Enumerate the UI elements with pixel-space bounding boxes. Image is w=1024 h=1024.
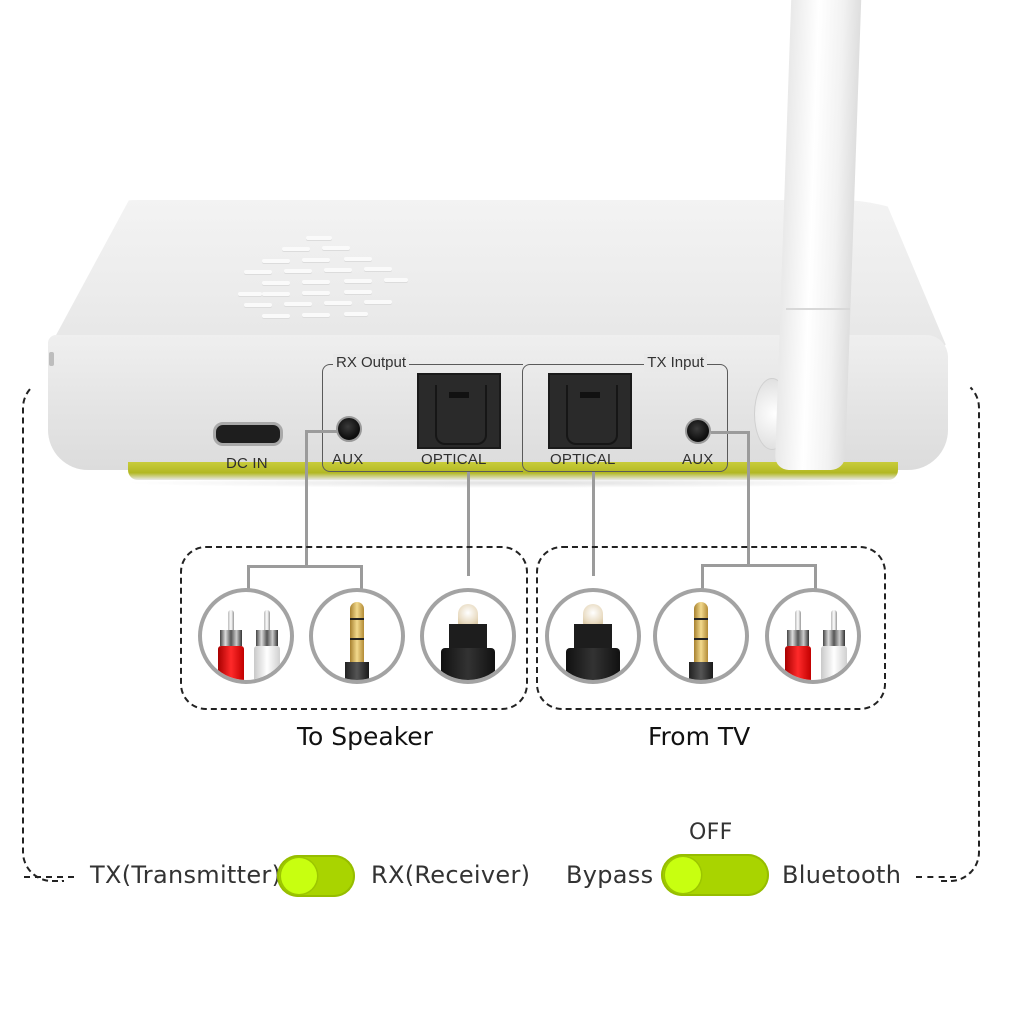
right-dashed-bracket	[940, 378, 980, 882]
tx-aux-label: AUX	[682, 451, 714, 468]
rca-plug-icon	[765, 588, 861, 684]
to-speaker-caption: To Speaker	[297, 722, 433, 751]
bypass-switch-left-label: Bypass	[566, 861, 654, 889]
from-tv-caption: From TV	[648, 722, 751, 751]
aux-3-5mm-plug-icon	[653, 588, 749, 684]
right-dashed-tail	[916, 876, 956, 878]
antenna-joint	[786, 308, 850, 310]
rca-plug-icon	[198, 588, 294, 684]
left-dashed-tail	[24, 876, 74, 878]
bypass-bluetooth-toggle[interactable]	[661, 854, 769, 896]
tx-optical-port	[548, 373, 632, 449]
rx-optical-label: OPTICAL	[421, 451, 487, 468]
rx-aux-jack	[336, 416, 362, 442]
rx-optical-port	[417, 373, 501, 449]
tx-input-title: TX Input	[644, 354, 707, 372]
left-dashed-bracket	[22, 378, 64, 882]
rx-output-title: RX Output	[333, 354, 410, 372]
tx-optical-label: OPTICAL	[550, 451, 616, 468]
mode-switch-right-label: RX(Receiver)	[371, 861, 531, 889]
from-tv-group	[536, 546, 886, 710]
toggle-knob	[665, 857, 701, 893]
tx-aux-jack	[685, 418, 711, 444]
aux-3-5mm-plug-icon	[309, 588, 405, 684]
dc-in-port	[213, 422, 283, 446]
device-shadow	[120, 478, 910, 488]
bypass-switch-right-label: Bluetooth	[782, 861, 902, 889]
tx-input-panel: TX Input	[522, 354, 728, 472]
side-button	[49, 352, 54, 366]
dc-in-label: DC IN	[226, 455, 268, 472]
tx-rx-mode-toggle[interactable]	[277, 855, 355, 897]
to-speaker-group	[180, 546, 528, 710]
toggle-knob	[281, 858, 317, 894]
mode-switch-left-label: TX(Transmitter)	[90, 861, 282, 889]
rx-aux-label: AUX	[332, 451, 364, 468]
bypass-switch-top-label: OFF	[689, 820, 733, 845]
optical-toslink-plug-icon	[420, 588, 516, 684]
optical-toslink-plug-icon	[545, 588, 641, 684]
rx-output-panel: RX Output	[322, 354, 523, 472]
